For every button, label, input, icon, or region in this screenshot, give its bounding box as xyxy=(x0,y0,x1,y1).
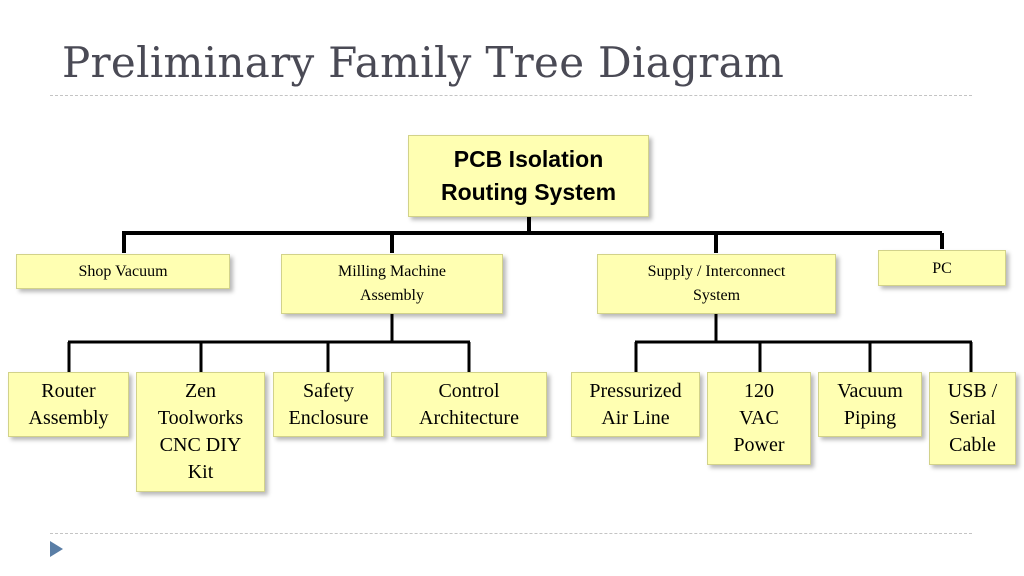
node-supply: Supply / Interconnect System xyxy=(597,254,836,314)
node-power-label: 120 VAC Power xyxy=(733,380,785,456)
slide-title: Preliminary Family Tree Diagram xyxy=(62,38,785,87)
node-pc-label: PC xyxy=(932,260,952,277)
node-pc: PC xyxy=(878,250,1006,286)
node-usb-label: USB / Serial Cable xyxy=(947,380,998,456)
node-zen: Zen Toolworks CNC DIY Kit xyxy=(136,372,265,492)
node-milling-label: Milling Machine Assembly xyxy=(338,263,446,304)
node-air: Pressurized Air Line xyxy=(571,372,700,437)
title-divider xyxy=(50,95,972,96)
node-usb: USB / Serial Cable xyxy=(929,372,1016,465)
node-safety-label: Safety Enclosure xyxy=(288,379,369,429)
node-vacuum-piping: Vacuum Piping xyxy=(818,372,922,437)
node-router: Router Assembly xyxy=(8,372,129,437)
node-root: PCB Isolation Routing System xyxy=(408,135,649,217)
node-shop-vacuum: Shop Vacuum xyxy=(16,254,230,289)
play-arrow-icon xyxy=(50,541,63,557)
node-supply-label: Supply / Interconnect System xyxy=(647,263,786,304)
footer-divider xyxy=(50,533,972,534)
node-milling: Milling Machine Assembly xyxy=(281,254,503,314)
node-power: 120 VAC Power xyxy=(707,372,811,465)
node-safety: Safety Enclosure xyxy=(273,372,384,437)
node-control: Control Architecture xyxy=(391,372,547,437)
node-vacuum-piping-label: Vacuum Piping xyxy=(837,379,903,429)
node-root-label: PCB Isolation Routing System xyxy=(440,146,617,205)
node-shop-vacuum-label: Shop Vacuum xyxy=(78,262,168,280)
node-zen-label: Zen Toolworks CNC DIY Kit xyxy=(157,380,244,483)
node-air-label: Pressurized Air Line xyxy=(589,379,682,429)
node-control-label: Control Architecture xyxy=(419,379,519,429)
node-router-label: Router Assembly xyxy=(28,379,109,429)
